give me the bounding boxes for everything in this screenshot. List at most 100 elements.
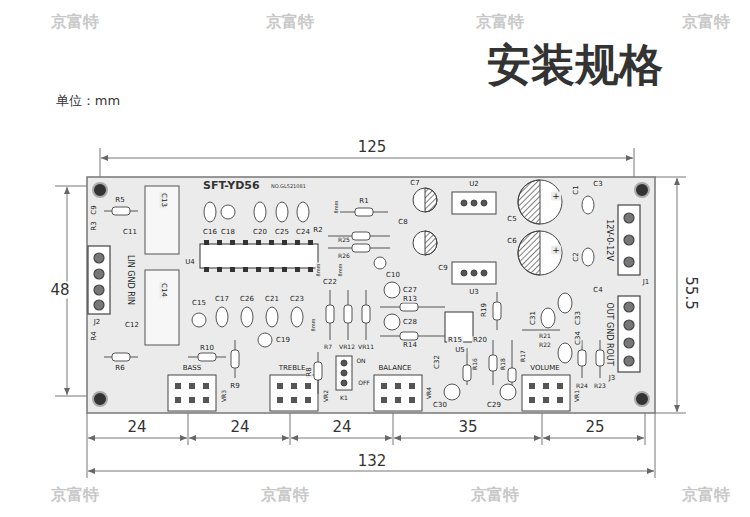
resistors	[231, 350, 239, 368]
ceramic-capacitors	[500, 384, 516, 400]
ic-chip	[243, 267, 248, 272]
part-label: C9	[91, 204, 98, 215]
resistors	[508, 368, 516, 382]
potentiometers	[341, 380, 347, 386]
electrolytic-capacitors	[518, 231, 540, 275]
ceramic-capacitors	[558, 293, 572, 313]
dimension-lines	[189, 438, 289, 439]
ceramic-capacitors	[258, 333, 272, 347]
mounting-holes	[635, 392, 649, 406]
part-label: R5	[114, 197, 125, 204]
resistors	[362, 305, 370, 323]
terminal-blocks	[94, 300, 104, 310]
potentiometers	[175, 383, 563, 403]
watermark: 京富特	[470, 487, 520, 503]
regulators	[461, 270, 467, 276]
mounting-holes	[635, 183, 649, 197]
terminal-blocks	[624, 257, 634, 267]
film-capacitors	[145, 186, 179, 254]
ic-chip	[269, 267, 274, 272]
resistors	[326, 305, 334, 323]
potentiometers	[374, 375, 422, 411]
potentiometers	[291, 397, 297, 403]
potentiometers	[522, 375, 570, 411]
part-label: C32	[434, 354, 441, 370]
resistors	[112, 207, 130, 215]
ic-chip	[308, 267, 313, 272]
part-label: C11	[122, 229, 138, 236]
ic-chip	[217, 240, 222, 245]
dimension-lines	[291, 438, 392, 439]
part-label: VR1	[574, 389, 580, 403]
dimension-lines	[655, 413, 686, 414]
part-label: J3	[608, 375, 617, 382]
part-label: C3	[592, 181, 603, 188]
potentiometers	[168, 375, 216, 411]
potentiometers	[175, 383, 181, 389]
dimension-value: 24	[329, 419, 354, 436]
potentiometers	[543, 383, 549, 389]
ceramic-capacitors	[192, 313, 206, 327]
part-label: VOLUME	[529, 365, 560, 372]
part-label: 8mm	[316, 263, 321, 278]
dimension-lines	[88, 438, 187, 439]
ceramic-capacitors	[216, 307, 228, 327]
part-label: OUT GND ROUT	[605, 301, 613, 366]
watermark: 京富特	[260, 487, 310, 503]
ceramic-capacitors	[241, 307, 253, 327]
part-label: C24	[295, 229, 311, 236]
resistors	[112, 353, 130, 361]
part-label: +	[551, 192, 561, 201]
watermark: 京富特	[50, 14, 100, 30]
potentiometers	[203, 383, 209, 389]
part-label: C8	[397, 219, 408, 226]
ic-chip	[204, 240, 209, 245]
part-label: C14	[160, 282, 167, 298]
resistors	[355, 208, 373, 216]
resistors	[344, 305, 352, 323]
part-label: C7	[409, 180, 420, 187]
watermark: 京富特	[681, 487, 731, 503]
part-label: C29	[486, 402, 502, 409]
dimension-value: 132	[355, 453, 390, 470]
part-label: K1	[339, 395, 349, 401]
dimension-lines	[394, 438, 541, 439]
film-capacitors	[145, 270, 179, 345]
part-label: C9	[437, 265, 448, 272]
part-label: C13	[160, 192, 167, 208]
ic-chip	[269, 240, 274, 245]
part-label: C18	[220, 229, 236, 236]
potentiometers	[381, 397, 387, 403]
potentiometers	[203, 397, 209, 403]
dimension-lines	[290, 413, 291, 445]
potentiometers	[175, 397, 181, 403]
potentiometers	[277, 397, 283, 403]
ceramic-capacitors	[558, 343, 572, 363]
potentiometers	[395, 397, 401, 403]
potentiometers	[336, 356, 352, 390]
regulators	[452, 192, 496, 214]
ceramic-capacitors	[374, 257, 386, 269]
ic-chip	[200, 244, 318, 268]
part-label: VR4	[426, 386, 432, 400]
watermark: 京富特	[265, 14, 315, 30]
potentiometers	[270, 375, 318, 411]
terminal-blocks	[618, 205, 640, 275]
potentiometers	[557, 383, 563, 389]
dimension-lines	[55, 148, 686, 478]
resistors	[400, 332, 418, 340]
dimension-value: 24	[227, 419, 252, 436]
part-label: C26	[239, 296, 255, 303]
ic-chip	[230, 267, 235, 272]
part-label: C15	[191, 300, 207, 307]
dimension-value: 55.5	[682, 273, 699, 312]
part-label: R23	[593, 383, 607, 389]
potentiometers	[543, 397, 549, 403]
part-label: C21	[264, 296, 280, 303]
part-label: R6	[114, 365, 125, 372]
mounting-holes	[93, 183, 107, 197]
part-label: C23	[289, 296, 305, 303]
dimension-lines	[655, 177, 686, 178]
part-label: U5	[454, 347, 466, 354]
dimension-lines	[101, 158, 633, 159]
